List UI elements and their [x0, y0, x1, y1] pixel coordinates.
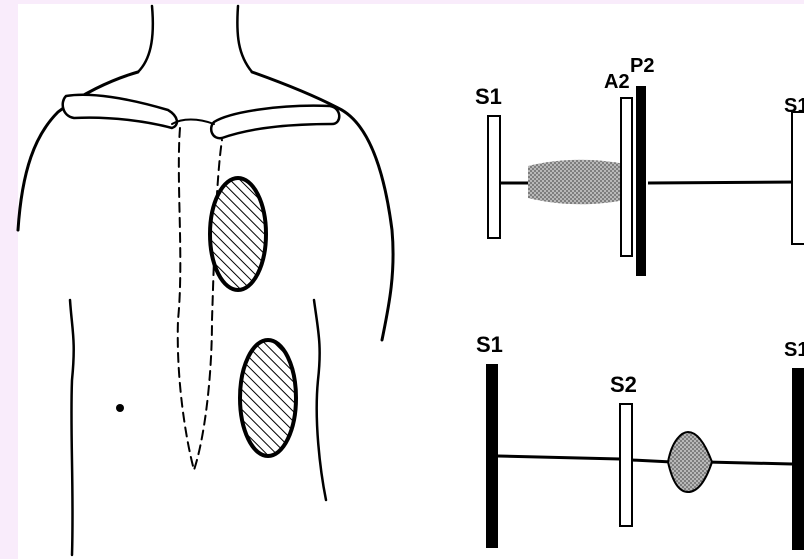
- top-a2-bar: [621, 98, 632, 256]
- top-s1-left-label: S1: [475, 84, 502, 109]
- bottom-s1-left-bar: [486, 364, 498, 548]
- bottom-s2-label: S2: [610, 372, 637, 397]
- bottom-s2-bar: [620, 404, 632, 526]
- top-a2-label: A2: [604, 71, 630, 93]
- bottom-s1-right-label: S1: [784, 339, 804, 361]
- bottom-baseline-middle: [632, 460, 672, 462]
- top-p2-bar: [636, 86, 646, 276]
- top-s1-right-label: S1: [784, 95, 804, 117]
- top-baseline-right: [648, 182, 798, 183]
- top-s1-left-bar: [488, 116, 500, 238]
- left-nipple: [116, 404, 124, 412]
- top-p2-label: P2: [630, 55, 654, 77]
- bottom-s1-left-label: S1: [476, 332, 503, 357]
- top-s1-right-bar: [792, 112, 804, 244]
- lower-auscultation-area: [240, 340, 296, 456]
- bottom-s1-right-bar: [792, 368, 804, 550]
- top-murmur-shape: [528, 160, 624, 205]
- bottom-baseline-right: [706, 462, 792, 464]
- upper-auscultation-area: [210, 178, 266, 290]
